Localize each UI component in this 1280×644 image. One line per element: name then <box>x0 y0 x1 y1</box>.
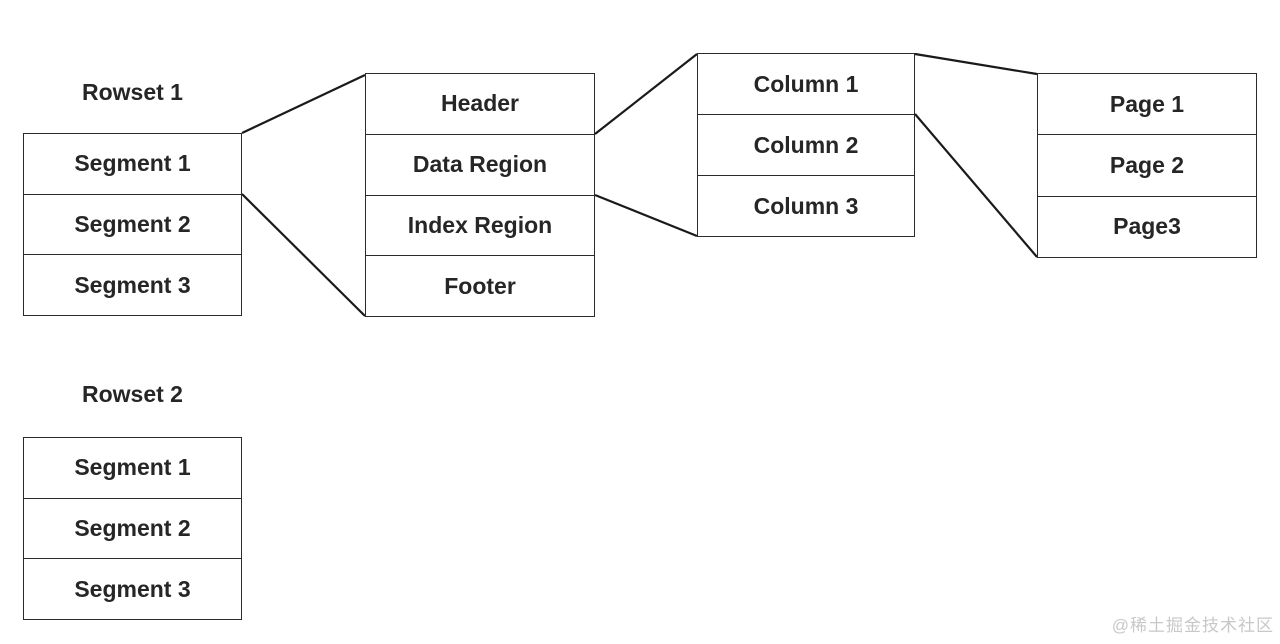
connector-column1-to-pages-bottom <box>914 113 1038 258</box>
connector-rowset1-to-segment-detail-top <box>241 74 366 134</box>
rowset2-segment-row: Segment 3 <box>24 558 241 620</box>
rowset2-label: Rowset 2 <box>82 381 183 407</box>
segment-detail-row-index-region: Index Region <box>366 194 594 256</box>
rowset1-box: Segment 1 Segment 2 Segment 3 <box>23 133 242 316</box>
rowset1-label: Rowset 1 <box>82 79 183 105</box>
segment-detail-row-header: Header <box>366 74 594 134</box>
rowset1-segment-row: Segment 1 <box>24 134 241 194</box>
rowset2-box: Segment 1 Segment 2 Segment 3 <box>23 437 242 620</box>
segment-detail-row-data-region: Data Region <box>366 133 594 195</box>
connector-dataregion-to-columns-bottom <box>594 193 698 238</box>
connector-dataregion-to-columns-top <box>594 53 698 135</box>
columns-box: Column 1 Column 2 Column 3 <box>697 53 915 237</box>
rowset2-segment-row: Segment 1 <box>24 438 241 498</box>
segment-detail-box: Header Data Region Index Region Footer <box>365 73 595 317</box>
page-row: Page3 <box>1038 195 1256 257</box>
rowset2-segment-row: Segment 2 <box>24 497 241 559</box>
watermark: @稀土掘金技术社区 <box>1111 616 1274 635</box>
column-row: Column 3 <box>698 175 914 236</box>
pages-box: Page 1 Page 2 Page3 <box>1037 73 1257 258</box>
segment-detail-row-footer: Footer <box>366 255 594 316</box>
column-row: Column 1 <box>698 54 914 114</box>
column-row: Column 2 <box>698 114 914 175</box>
rowset1-segment-row: Segment 2 <box>24 193 241 255</box>
connector-rowset1-to-segment-detail-bottom <box>241 193 366 317</box>
page-row: Page 1 <box>1038 74 1256 135</box>
connector-column1-to-pages-top <box>914 52 1038 76</box>
page-row: Page 2 <box>1038 134 1256 196</box>
rowset1-segment-row: Segment 3 <box>24 254 241 316</box>
